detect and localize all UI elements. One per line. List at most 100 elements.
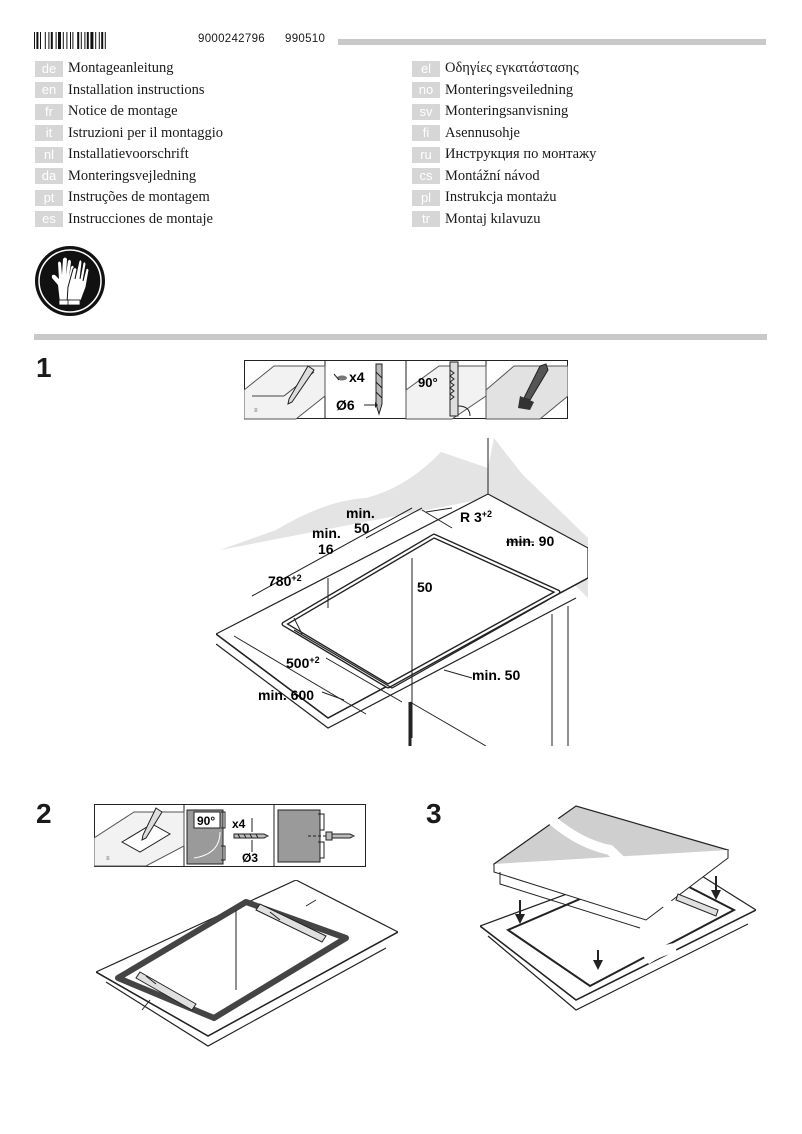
- barcode-bar: [80, 32, 82, 49]
- language-code: da: [35, 168, 63, 185]
- svg-text:≡: ≡: [254, 408, 258, 414]
- step1-tool-strip: ≡ x4 Ø6 90°: [243, 360, 569, 420]
- barcode-bar: [98, 32, 100, 49]
- step2-tool-strip: ≡ 90° x4 Ø3: [93, 804, 366, 868]
- barcode-bar: [62, 32, 64, 49]
- barcode-bar: [36, 32, 39, 49]
- language-title: Asennusohje: [445, 124, 520, 141]
- barcode-bar: [50, 32, 53, 49]
- hob-insertion-diagram: [478, 800, 758, 1012]
- wall-shading: [220, 438, 588, 598]
- language-row: pl Instrukcja montażu: [412, 187, 596, 209]
- language-code: fr: [35, 103, 63, 120]
- angle-label: 90°: [418, 375, 438, 390]
- header-rule: [338, 39, 766, 45]
- barcode-bar: [40, 32, 41, 49]
- document-date-code: 990510: [285, 33, 326, 45]
- language-title: Installatievoorschrift: [68, 146, 189, 163]
- quantity-label: x4: [349, 369, 365, 385]
- language-code: sv: [412, 103, 440, 120]
- step-number: 2: [36, 798, 52, 829]
- language-row: nl Installatievoorschrift: [35, 144, 223, 166]
- dim-min50-top-value: 50: [354, 520, 370, 536]
- language-code: pt: [35, 189, 63, 206]
- language-code: it: [35, 125, 63, 142]
- screw-diameter-label: Ø3: [242, 851, 258, 865]
- language-title: Installation instructions: [68, 81, 205, 98]
- barcode-bar: [101, 32, 104, 49]
- dim-min50-top-label: min.: [346, 505, 375, 521]
- screw-icon: x4 Ø3: [232, 809, 356, 865]
- dim-min600: min. 600: [258, 687, 314, 703]
- dim-width: 780+2: [268, 573, 302, 589]
- bit-diameter-label: Ø6: [336, 397, 355, 413]
- language-code: tr: [412, 211, 440, 228]
- dim-depth: 500+2: [286, 655, 320, 671]
- barcode-bar: [77, 32, 80, 49]
- dim-min50-right: min. 50: [472, 667, 520, 683]
- barcode-bar: [72, 32, 74, 49]
- language-title: Montážní návod: [445, 167, 540, 184]
- barcode-bar: [44, 32, 46, 49]
- svg-text:≡: ≡: [106, 856, 110, 862]
- screw-quantity-label: x4: [232, 817, 246, 831]
- language-title: Montaj kılavuzu: [445, 210, 541, 227]
- dim-radius: R 3+2: [460, 509, 492, 525]
- language-row: de Montageanleitung: [35, 58, 223, 80]
- language-title: Montageanleitung: [68, 60, 174, 77]
- barcode-bar: [90, 32, 94, 49]
- language-code: ru: [412, 146, 440, 163]
- section-rule: [34, 334, 767, 340]
- language-title: Инструкция по монтажу: [445, 146, 597, 163]
- pencil-icon: ≡: [243, 365, 326, 420]
- language-row: ru Инструкция по монтажу: [412, 144, 596, 166]
- bracket-icon: 90°: [186, 809, 226, 865]
- language-title: Istruzioni per il montaggio: [68, 124, 224, 141]
- language-row: cs Montážní návod: [412, 166, 596, 188]
- language-code: cs: [412, 168, 440, 185]
- language-code: no: [412, 82, 440, 99]
- language-row: pt Instruções de montagem: [35, 187, 223, 209]
- pencil-icon: ≡: [93, 807, 185, 867]
- language-row: es Instrucciones de montaje: [35, 209, 223, 231]
- language-code: fi: [412, 125, 440, 142]
- language-title: Monteringsanvisning: [445, 103, 569, 120]
- bracket-angle-label: 90°: [197, 814, 215, 828]
- language-code: pl: [412, 189, 440, 206]
- language-row: sv Monteringsanvisning: [412, 101, 596, 123]
- language-code: es: [35, 211, 63, 228]
- language-title: Instrucciones de montaje: [68, 210, 213, 227]
- language-code: de: [35, 60, 63, 77]
- barcode: [34, 32, 106, 49]
- language-list-left: de Montageanleitung en Installation instru…: [35, 58, 223, 230]
- bracket-mounting-diagram: [94, 879, 400, 1050]
- drill-bit-icon: x4 Ø6: [333, 363, 383, 416]
- barcode-bar: [55, 32, 57, 49]
- language-row: it Istruzioni per il montaggio: [35, 123, 223, 145]
- language-row: tr Montaj kılavuzu: [412, 209, 596, 231]
- barcode-bar: [70, 32, 71, 49]
- language-title: Instruções de montagem: [68, 189, 210, 206]
- dim-gap50: 50: [417, 579, 433, 595]
- barcode-bar: [58, 32, 61, 49]
- language-row: no Monteringsveiledning: [412, 80, 596, 102]
- barcode-bar: [104, 32, 106, 49]
- brush-icon: [485, 363, 569, 420]
- language-title: Instrukcja montażu: [445, 189, 557, 206]
- language-code: en: [35, 82, 63, 99]
- dim-min16-value: 16: [318, 541, 334, 557]
- down-arrow-icon: [515, 876, 721, 970]
- language-title: Monteringsveiledning: [445, 81, 574, 98]
- language-title: Notice de montage: [68, 103, 178, 120]
- jigsaw-icon: 90°: [405, 361, 487, 420]
- barcode-bar: [66, 32, 68, 49]
- barcode-bar: [48, 32, 50, 49]
- barcode-bar: [34, 32, 35, 49]
- dim-min90: min. 90: [506, 533, 554, 549]
- step-number: 3: [426, 798, 442, 829]
- language-title: Οδηγίες εγκατάστασης: [445, 60, 579, 77]
- language-code: nl: [35, 146, 63, 163]
